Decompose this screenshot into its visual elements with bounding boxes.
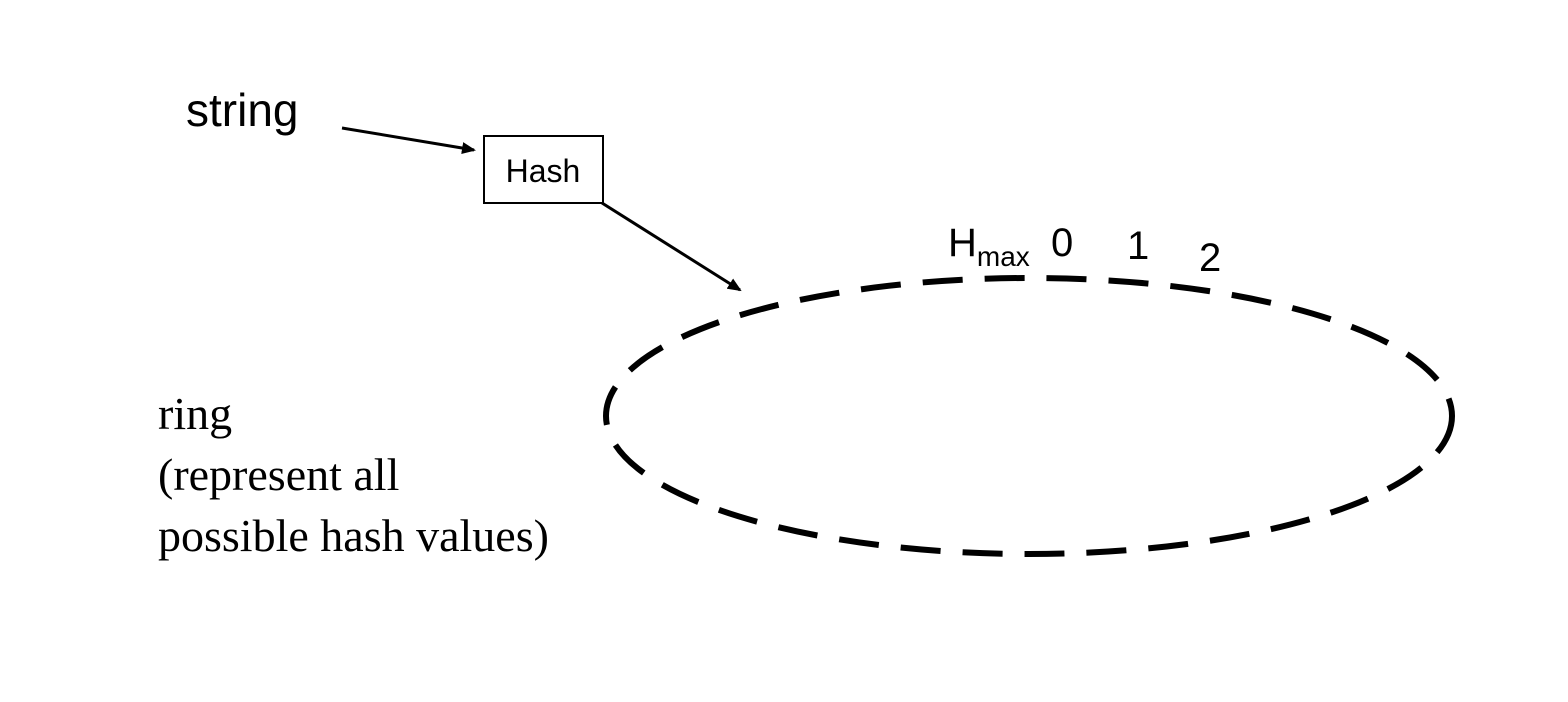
ring-position-two: 2 xyxy=(1199,236,1221,280)
ring-position-hmax-subscript: max xyxy=(977,241,1030,272)
hash-ring xyxy=(603,275,1455,557)
ring-caption-line-1: ring xyxy=(158,388,232,439)
hash-box-label: Hash xyxy=(506,153,581,189)
ring-caption-line-2: (represent all xyxy=(158,449,399,500)
ring-caption: ring (represent all possible hash values… xyxy=(158,388,549,561)
ring-position-hmax-main: H xyxy=(948,221,977,265)
ring-position-zero: 0 xyxy=(1051,221,1073,265)
hash-box-border xyxy=(483,135,604,204)
input-string-label: string xyxy=(186,84,298,136)
ring-position-hmax: Hmax xyxy=(948,221,1030,272)
arrow-string-to-hash xyxy=(341,126,476,154)
hash-function-box: Hash xyxy=(483,135,604,204)
ring-position-one: 1 xyxy=(1127,224,1149,268)
arrow-hash-to-ring xyxy=(601,201,742,292)
ring-caption-line-3: possible hash values) xyxy=(158,510,549,561)
